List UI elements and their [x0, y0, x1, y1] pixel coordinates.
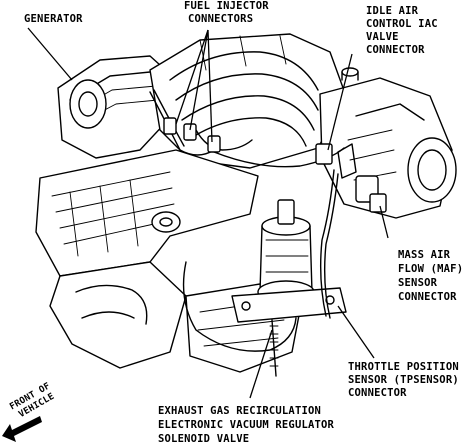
fuel-injector-label-line-2: CONNECTORS: [188, 13, 253, 25]
throttle-body-drawing: [319, 77, 457, 219]
fuel-injector-label: FUEL INJECTOR CONNECTORS: [184, 0, 275, 25]
maf-sensor-label-line-1: MASS AIR: [398, 249, 451, 261]
fuel-injector-label-line-1: FUEL INJECTOR: [184, 0, 269, 12]
maf-sensor-label-line-4: CONNECTOR: [398, 291, 457, 303]
tp-sensor-label-line-2: SENSOR (TPSENSOR): [348, 374, 459, 386]
egr-label-line-2: ELECTRONIC VACUUM REGULATOR: [158, 419, 335, 431]
iac-valve-label-line-4: CONNECTOR: [366, 44, 425, 56]
iac-valve-label-line-3: VALVE: [366, 31, 399, 43]
generator-label: GENERATOR: [24, 13, 83, 25]
tp-sensor-label-line-1: THROTTLE POSITION: [348, 361, 459, 373]
egr-label: EXHAUST GAS RECIRCULATION ELECTRONIC VAC…: [158, 405, 341, 445]
front-of-vehicle-arrow: [2, 416, 42, 442]
maf-sensor-label: MASS AIR FLOW (MAF) SENSOR CONNECTOR: [398, 249, 470, 303]
engine-illustration: [35, 33, 457, 377]
maf-sensor-label-line-2: FLOW (MAF): [398, 263, 463, 275]
iac-valve-label-line-2: CONTROL IAC: [366, 18, 438, 30]
egr-valve-drawing: [231, 199, 347, 323]
valve-cover-drawing: [35, 149, 259, 277]
iac-valve-label: IDLE AIR CONTROL IAC VALVE CONNECTOR: [366, 5, 444, 56]
tp-sensor-label-line-3: CONNECTOR: [348, 387, 407, 399]
maf-sensor-label-line-3: SENSOR: [398, 277, 438, 289]
iac-valve-label-line-1: IDLE AIR: [366, 5, 419, 17]
leader-lines: [27, 27, 389, 399]
egr-label-line-1: EXHAUST GAS RECIRCULATION: [158, 405, 321, 417]
tp-sensor-label: THROTTLE POSITION SENSOR (TPSENSOR) CONN…: [348, 361, 465, 399]
egr-label-line-3: SOLENOID VALVE: [158, 433, 249, 445]
wiring-harness-drawing: [149, 89, 387, 377]
oil-cap-drawing: [341, 67, 359, 81]
front-of-vehicle-label: FRONT OF VEHICLE: [8, 378, 62, 421]
